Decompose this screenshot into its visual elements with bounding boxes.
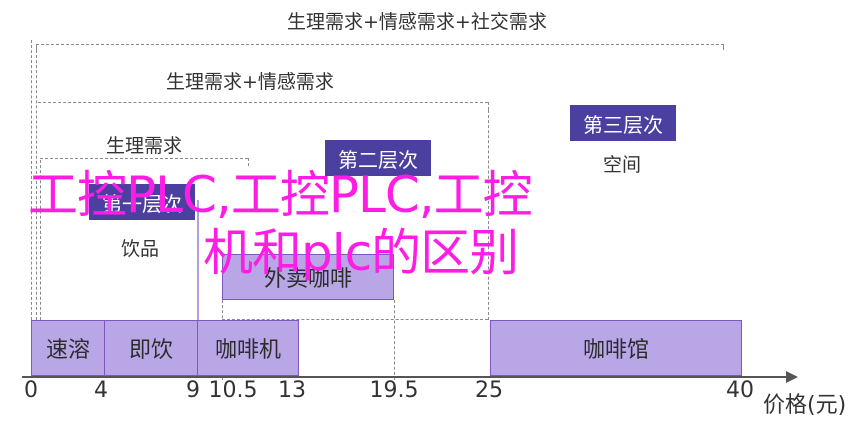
level-first-box: 第一层次 xyxy=(89,184,195,220)
axis-tick-4: 4 xyxy=(94,378,108,403)
tier-mid-bracket-right xyxy=(488,102,489,110)
tier-mid-bracket xyxy=(38,102,488,103)
segment-coffee-shop: 咖啡馆 xyxy=(490,320,742,376)
item-delivery-coffee-box: 外卖咖啡 xyxy=(222,254,394,300)
tier-low-label: 生理需求 xyxy=(106,135,183,157)
axis-tick-25: 25 xyxy=(475,378,503,403)
overlay-title-line2: 机和plc的区别 xyxy=(203,224,519,282)
axis-label: 价格(元) xyxy=(763,393,847,418)
axis-tick-40: 40 xyxy=(726,378,754,403)
segment-ready-to-drink: 即饮 xyxy=(104,320,198,376)
axis-tick-19-5: 19.5 xyxy=(369,378,419,403)
tier-low-bracket-right xyxy=(248,158,249,166)
tier-mid-label: 生理需求+情感需求 xyxy=(166,71,334,93)
guide-line-25 xyxy=(488,110,489,320)
item-space-label: 空间 xyxy=(603,154,642,176)
segment-instant: 速溶 xyxy=(31,320,105,376)
guide-line-19-5 xyxy=(394,300,395,380)
tier-top-bracket xyxy=(36,44,724,45)
guide-line-9 xyxy=(197,200,199,320)
axis-tick-9: 9 xyxy=(186,378,200,403)
item-drinks-label: 饮品 xyxy=(121,238,160,260)
level-second-box: 第二层次 xyxy=(325,140,431,176)
overlay-title-line1: 工控PLC,工控PLC,工控 xyxy=(28,166,533,224)
tier-top-bracket-right xyxy=(723,44,724,50)
guide-horizontal-delivery xyxy=(222,319,488,320)
tier-top-label: 生理需求+情感需求+社交需求 xyxy=(287,11,547,33)
guide-line-0b xyxy=(36,50,37,320)
tier-low-bracket xyxy=(40,158,248,159)
axis-arrow-icon xyxy=(786,371,798,383)
guide-line-0c xyxy=(40,160,41,320)
tier-top-bracket-left xyxy=(36,44,37,50)
axis-tick-0: 0 xyxy=(24,378,38,403)
level-third-box: 第三层次 xyxy=(570,105,676,141)
segment-coffee-machine: 咖啡机 xyxy=(197,320,299,376)
price-axis-line xyxy=(22,376,790,378)
axis-tick-13: 13 xyxy=(278,378,306,403)
axis-tick-10-5: 10.5 xyxy=(208,378,258,403)
guide-line-0 xyxy=(31,40,32,320)
